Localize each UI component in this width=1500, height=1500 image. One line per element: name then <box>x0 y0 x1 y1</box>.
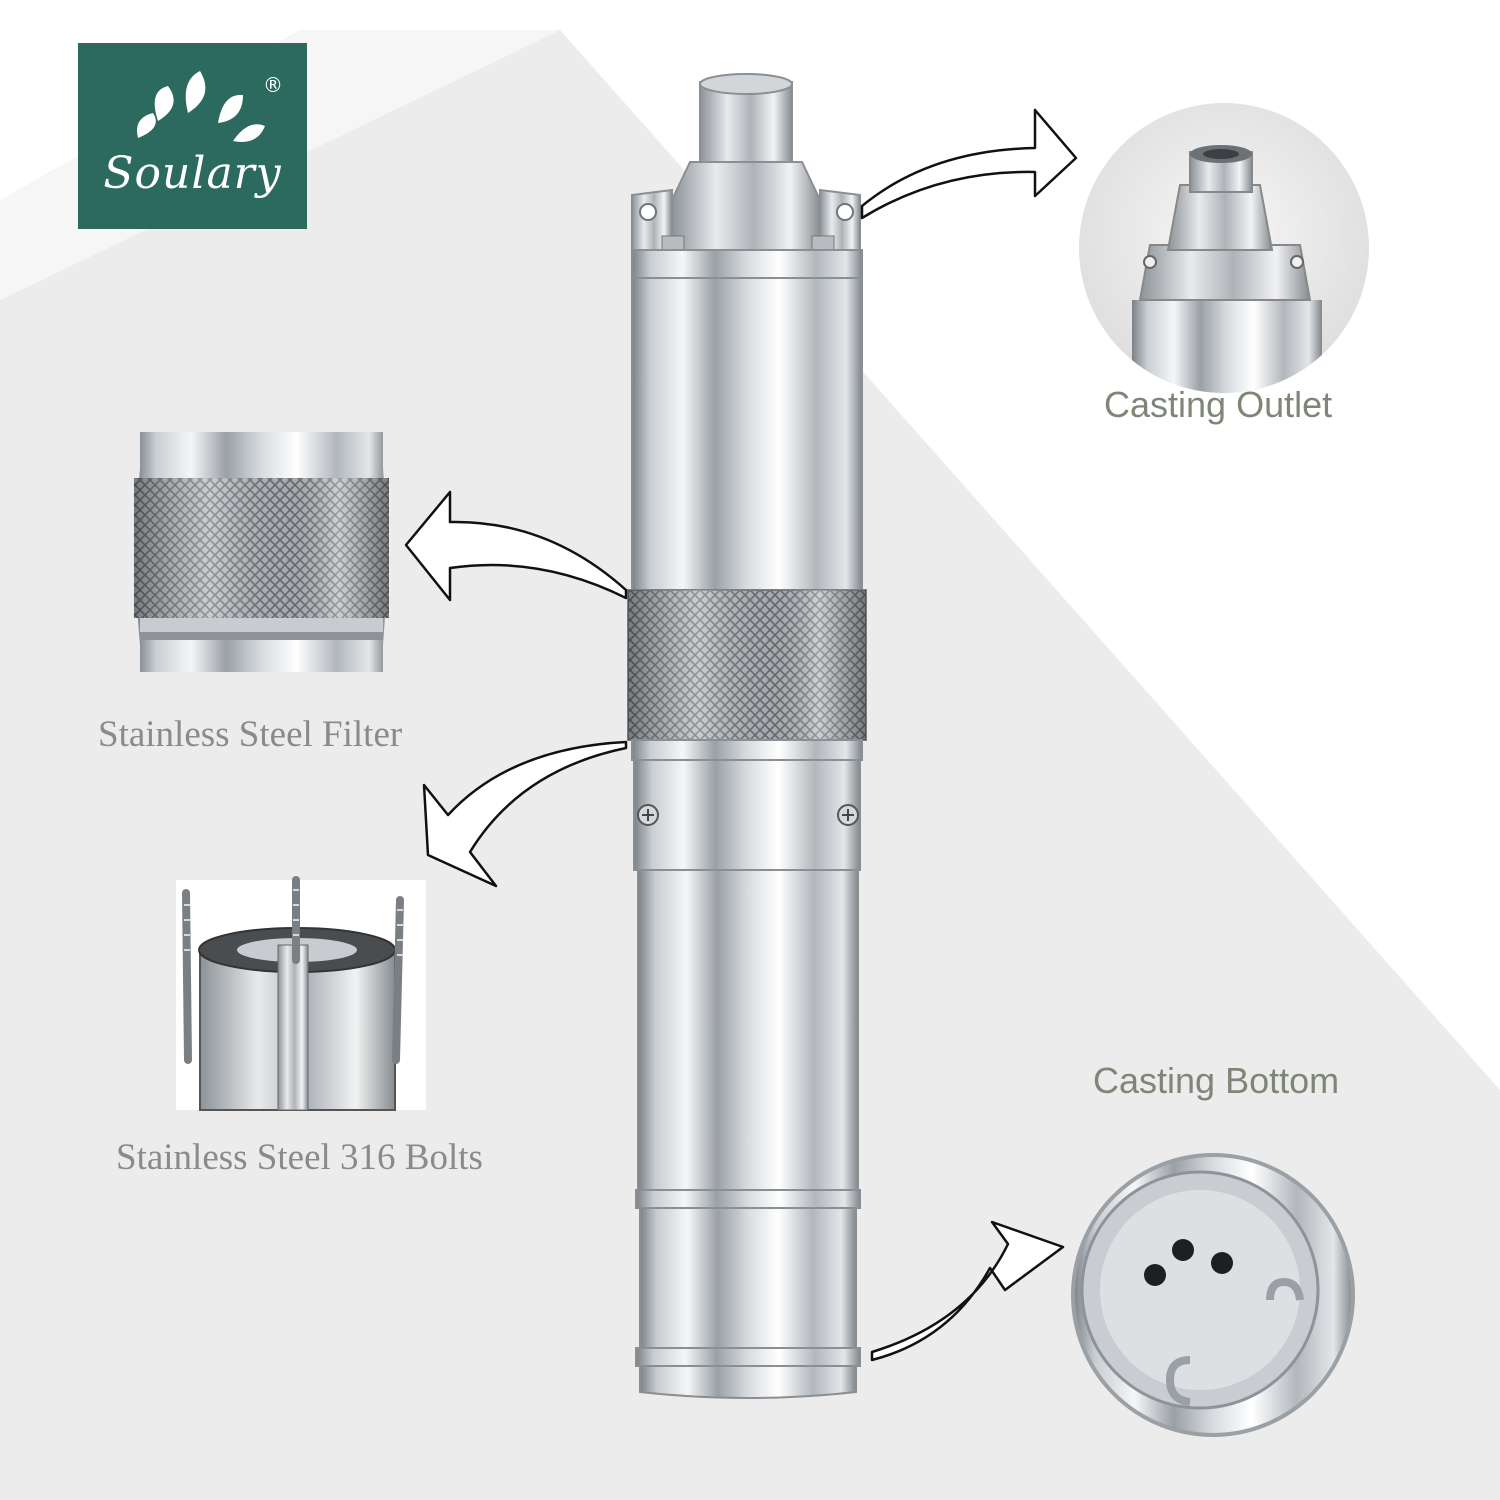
brand-logo: ® Soulary <box>78 43 307 229</box>
arrow-filter-icon <box>404 490 628 602</box>
stainless-filter-label: Stainless Steel Filter <box>98 714 403 755</box>
casting-bottom-detail <box>1071 1153 1355 1437</box>
casting-bottom-label: Casting Bottom <box>1093 1060 1340 1101</box>
stainless-bolts-label: Stainless Steel 316 Bolts <box>116 1137 483 1178</box>
bolts-detail <box>176 876 426 1111</box>
brand-name: Soulary <box>103 148 282 199</box>
logo-leaves-icon <box>137 71 265 142</box>
registered-mark: ® <box>263 73 283 97</box>
arrow-outlet-icon <box>860 108 1078 220</box>
casting-outlet-label: Casting Outlet <box>1104 384 1333 425</box>
casting-outlet-detail <box>1079 103 1369 393</box>
arrow-bolts-icon <box>422 740 628 888</box>
pump-body <box>627 73 867 1399</box>
arrow-bottom-icon <box>870 1220 1065 1362</box>
filter-detail <box>134 432 389 672</box>
